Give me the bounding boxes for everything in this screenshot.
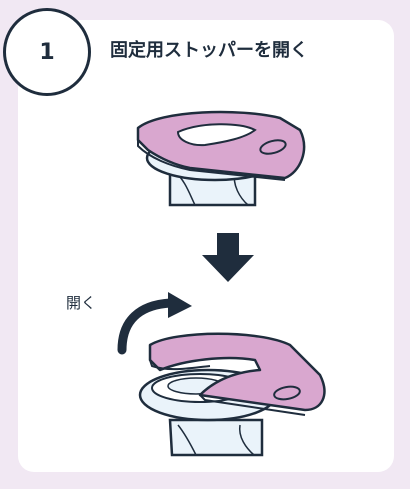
stopper-plate-closed: [136, 110, 306, 180]
step-number-badge: 1: [3, 8, 91, 96]
closed-stopper-illustration: [136, 110, 306, 207]
step-number: 1: [39, 39, 55, 65]
step-title: 固定用ストッパーを開く: [110, 40, 308, 61]
open-stopper-illustration: [138, 332, 326, 457]
stopper-plate-open: [148, 332, 326, 412]
down-arrow-icon: [202, 233, 254, 282]
curved-arrow-icon: [117, 292, 192, 355]
open-label: 開く: [66, 294, 97, 312]
